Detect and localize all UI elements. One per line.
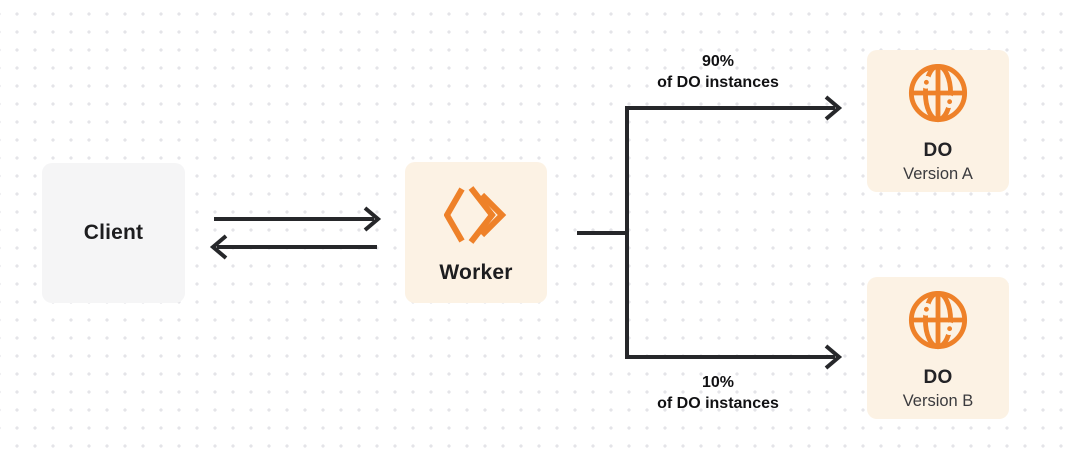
worker-label: Worker — [439, 261, 513, 284]
do-b-title: DO — [923, 367, 953, 388]
branch-arrow-top — [625, 95, 843, 233]
branch-bottom-label: 10% of DO instances — [618, 372, 818, 414]
branch-bottom-caption: of DO instances — [657, 395, 779, 412]
client-node: Client — [42, 163, 185, 303]
branch-top-caption: of DO instances — [657, 74, 779, 91]
do-version-b-node: DO Version B — [867, 277, 1009, 419]
globe-icon — [908, 290, 968, 350]
branch-top-percent: 90% — [701, 53, 735, 70]
globe-icon — [908, 63, 968, 123]
do-a-title: DO — [923, 140, 953, 161]
do-a-subtitle: Version A — [903, 165, 973, 183]
do-version-a-node: DO Version A — [867, 50, 1009, 192]
client-to-worker-arrow — [214, 206, 382, 232]
client-label: Client — [83, 221, 144, 244]
branch-top-label: 90% of DO instances — [618, 51, 818, 93]
do-b-subtitle: Version B — [902, 392, 974, 410]
branch-bottom-percent: 10% — [701, 374, 735, 391]
workers-chevrons-icon — [444, 186, 507, 244]
worker-to-client-arrow — [209, 234, 377, 260]
branch-arrow-bottom — [625, 233, 843, 370]
worker-node: Worker — [405, 162, 547, 303]
